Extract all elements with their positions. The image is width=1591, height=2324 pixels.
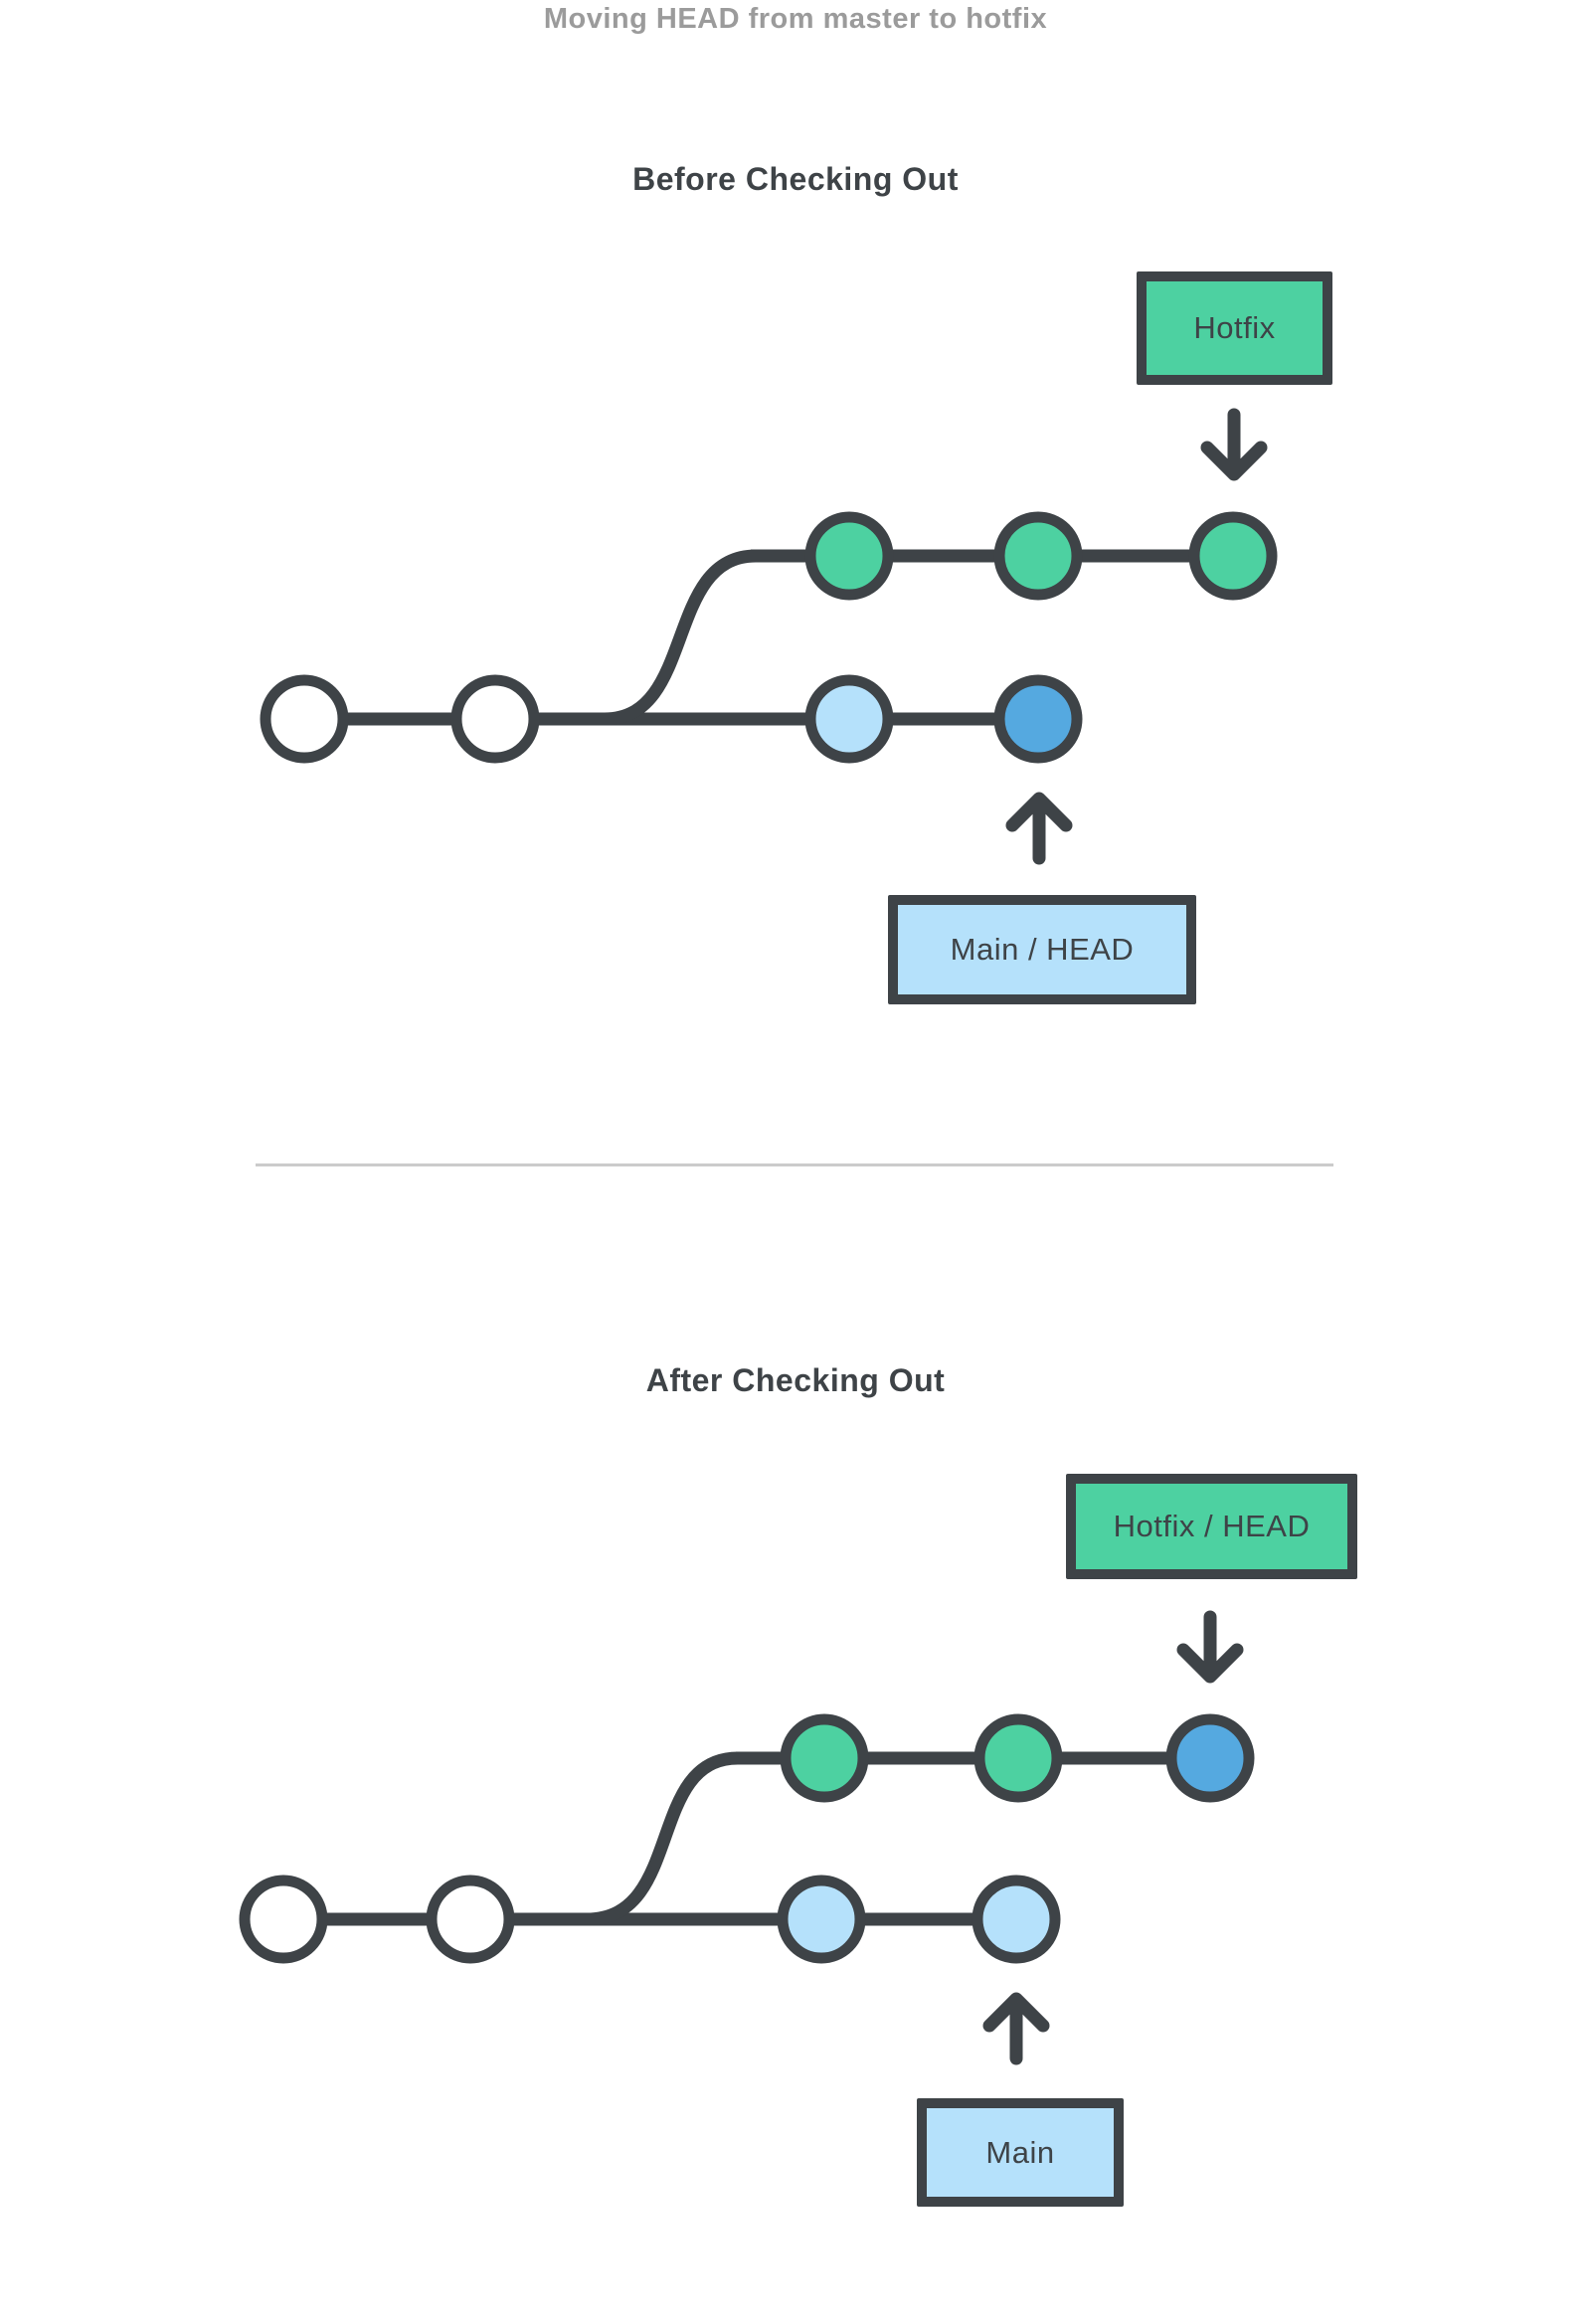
commit-node-main-3: [804, 674, 894, 764]
arrow-down-icon: [1176, 1610, 1244, 1684]
commit-node-main-2: [426, 1875, 515, 1964]
hotfix-branch-label: Hotfix: [1137, 271, 1332, 385]
commit-graph-after: [239, 1610, 1255, 2065]
commit-graph-before: [260, 408, 1278, 865]
arrow-up-icon: [982, 1992, 1050, 2065]
section-heading-after: After Checking Out: [645, 1362, 946, 1398]
main-head-label: Main / HEAD: [888, 895, 1196, 1004]
commit-node-main-tip: [972, 1875, 1061, 1964]
commit-node-hotfix-1: [804, 511, 894, 601]
arrow-down-icon: [1200, 408, 1268, 481]
main-head-label-text: Main / HEAD: [950, 932, 1135, 967]
commit-node-main-1: [239, 1875, 328, 1964]
arrow-up-icon: [1005, 792, 1073, 865]
section-divider: [256, 1163, 1333, 1166]
commit-node-hotfix-tip: [1188, 511, 1278, 601]
commit-node-main-1: [260, 674, 349, 764]
branch-fork-curve: [604, 549, 757, 726]
commit-node-main-3: [777, 1875, 866, 1964]
commit-node-hotfix-1: [780, 1713, 869, 1803]
branch-fork-curve: [586, 1751, 739, 1926]
commit-node-main-head: [993, 674, 1083, 764]
section-heading-before: Before Checking Out: [632, 161, 959, 197]
main-branch-label-text: Main: [985, 2134, 1055, 2170]
commit-node-hotfix-2: [993, 511, 1083, 601]
hotfix-head-label-text: Hotfix / HEAD: [1113, 1509, 1311, 1543]
commit-node-hotfix-2: [973, 1713, 1063, 1803]
commit-node-main-2: [450, 674, 540, 764]
hotfix-head-label: Hotfix / HEAD: [1066, 1474, 1357, 1579]
diagram-title: Moving HEAD from master to hotfix: [543, 3, 1048, 35]
hotfix-branch-label-text: Hotfix: [1193, 310, 1276, 345]
commit-node-hotfix-head: [1165, 1713, 1255, 1803]
main-branch-label: Main: [917, 2098, 1124, 2207]
